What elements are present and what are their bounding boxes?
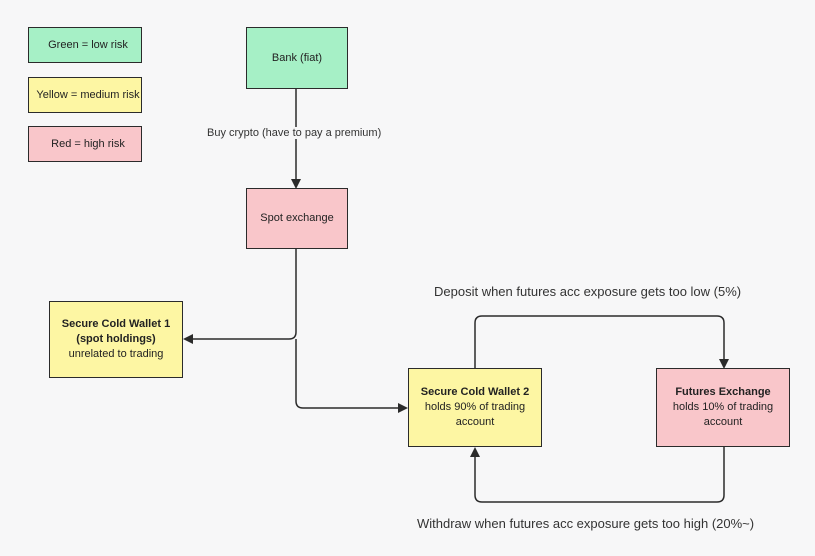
- node-spot-exchange: Spot exchange: [246, 188, 348, 249]
- legend-high-risk-label: Red = high risk: [51, 137, 125, 150]
- node-futures-exchange-title: Futures Exchange: [675, 386, 771, 398]
- legend-low-risk-label: Green = low risk: [48, 38, 128, 51]
- node-cold-wallet-2: Secure Cold Wallet 2 holds 90% of tradin…: [408, 368, 542, 447]
- node-cold-wallet-1-subtitle: (spot holdings): [76, 333, 156, 345]
- node-bank: Bank (fiat): [246, 27, 348, 89]
- edge-label-withdraw: Withdraw when futures acc exposure gets …: [417, 516, 755, 531]
- node-bank-label: Bank (fiat): [271, 51, 323, 64]
- edge-spot-to-cold2: [295, 339, 408, 413]
- edge-withdraw: [470, 447, 725, 503]
- node-cold-wallet-2-detail: holds 90% of trading account: [424, 401, 526, 428]
- legend-high-risk: Red = high risk: [28, 126, 142, 162]
- edge-deposit: [474, 315, 729, 369]
- edge-label-buy: Buy crypto (have to pay a premium): [207, 127, 382, 139]
- node-cold-wallet-1-title: Secure Cold Wallet 1: [61, 318, 171, 330]
- edge-spot-to-cold1: [183, 249, 297, 344]
- node-futures-exchange: Futures Exchange holds 10% of trading ac…: [656, 368, 790, 447]
- legend-medium-risk-label: Yellow = medium risk: [36, 88, 140, 101]
- edge-label-deposit: Deposit when futures acc exposure gets t…: [434, 284, 742, 299]
- legend-medium-risk: Yellow = medium risk: [28, 77, 142, 113]
- legend-low-risk: Green = low risk: [28, 27, 142, 63]
- node-cold-wallet-1: Secure Cold Wallet 1 (spot holdings) unr…: [49, 301, 183, 378]
- node-cold-wallet-2-title: Secure Cold Wallet 2: [420, 386, 530, 398]
- node-futures-exchange-detail: holds 10% of trading account: [672, 401, 774, 428]
- node-spot-exchange-label: Spot exchange: [260, 212, 334, 224]
- node-cold-wallet-1-detail: unrelated to trading: [68, 348, 164, 360]
